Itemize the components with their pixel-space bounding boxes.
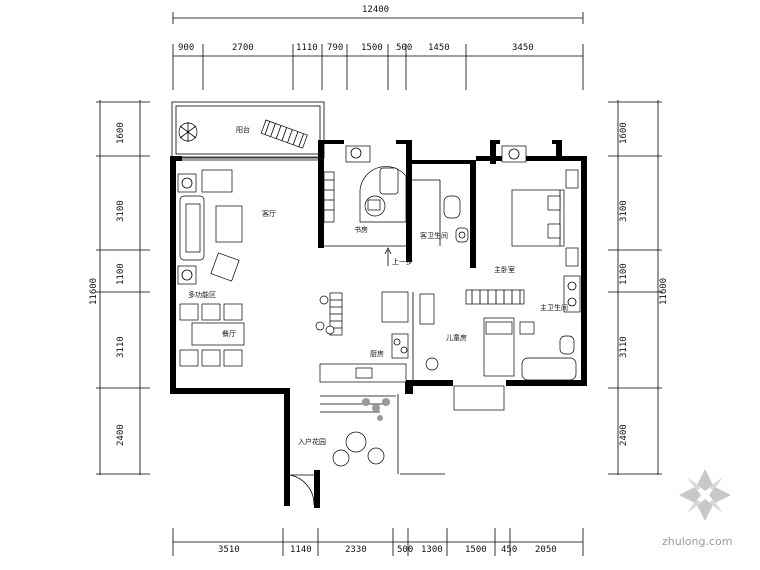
furniture xyxy=(177,119,581,467)
room-label-entry-garden: 入户花园 xyxy=(298,437,326,446)
room-label-master-bedroom: 主卧室 xyxy=(494,265,515,274)
guest-bath-fixtures-icon xyxy=(412,179,469,246)
bottom-dimension-lines xyxy=(172,528,584,556)
right-dim-2: 3100 xyxy=(619,200,629,222)
top-dim-3: 1110 xyxy=(296,43,318,53)
zhulong-logo-icon xyxy=(679,469,731,521)
top-dim-1: 900 xyxy=(178,43,194,53)
step-arrow-icon xyxy=(384,247,392,266)
kitchen-counter-icon xyxy=(319,291,435,383)
right-dim-4: 3110 xyxy=(619,336,629,358)
watermark-text: zhulong.com xyxy=(662,535,733,548)
dining-table-icon xyxy=(179,303,245,367)
room-label-dining: 餐厅 xyxy=(222,329,236,338)
wardrobe-icon xyxy=(465,289,525,305)
bottom-dim-5: 1300 xyxy=(421,545,443,555)
bottom-dim-4: 500 xyxy=(397,545,413,555)
right-total-dimension: 11600 xyxy=(659,278,669,305)
bottom-dim-2: 1140 xyxy=(290,545,312,555)
master-bed-icon xyxy=(501,145,579,267)
room-label-multi: 多功能区 xyxy=(188,290,216,299)
room-label-master-bath: 主卫生间 xyxy=(540,303,568,312)
top-total-dimension: 12400 xyxy=(362,5,389,15)
room-label-balcony: 阳台 xyxy=(236,125,250,134)
balcony-plant-icon xyxy=(178,122,198,142)
kids-bed-icon xyxy=(425,317,515,411)
left-dimension-lines xyxy=(96,100,150,475)
top-dim-2: 2700 xyxy=(232,43,254,53)
room-label-living: 客厅 xyxy=(262,209,276,218)
left-dim-4: 3110 xyxy=(116,336,126,358)
balcony-lounge-chair-icon xyxy=(260,119,308,149)
sofa-icon xyxy=(177,169,243,285)
top-dim-4: 790 xyxy=(327,43,343,53)
left-dim-1: 1600 xyxy=(116,122,126,144)
left-dim-2: 3100 xyxy=(116,200,126,222)
left-dim-5: 2400 xyxy=(116,424,126,446)
room-label-guest-bath: 客卫生间 xyxy=(420,231,448,240)
entry-garden-plants-icon xyxy=(320,395,396,467)
right-dim-3: 1100 xyxy=(619,263,629,285)
walls xyxy=(170,101,587,508)
study-desk-icon xyxy=(323,145,407,223)
top-dim-6: 500 xyxy=(396,43,412,53)
top-dimension-lines xyxy=(172,12,584,90)
bottom-dim-8: 2050 xyxy=(535,545,557,555)
room-label-step: 上一步 xyxy=(392,257,413,266)
room-label-kids-room: 儿童房 xyxy=(446,333,467,342)
right-dim-5: 2400 xyxy=(619,424,629,446)
left-total-dimension: 11600 xyxy=(89,278,99,305)
right-dimension-lines xyxy=(608,100,662,475)
master-bath-fixtures-icon xyxy=(519,275,581,381)
room-label-study: 书房 xyxy=(354,225,368,234)
left-dim-3: 1100 xyxy=(116,263,126,285)
top-dim-5: 1500 xyxy=(361,43,383,53)
right-dim-1: 1600 xyxy=(619,122,629,144)
bottom-dim-3: 2330 xyxy=(345,545,367,555)
bottom-dim-6: 1500 xyxy=(465,545,487,555)
kitchen-island-icon xyxy=(315,292,343,336)
room-label-kitchen: 厨房 xyxy=(370,349,384,358)
top-dim-8: 3450 xyxy=(512,43,534,53)
bottom-dim-7: 450 xyxy=(501,545,517,555)
bottom-dim-1: 3510 xyxy=(218,545,240,555)
top-dim-7: 1450 xyxy=(428,43,450,53)
